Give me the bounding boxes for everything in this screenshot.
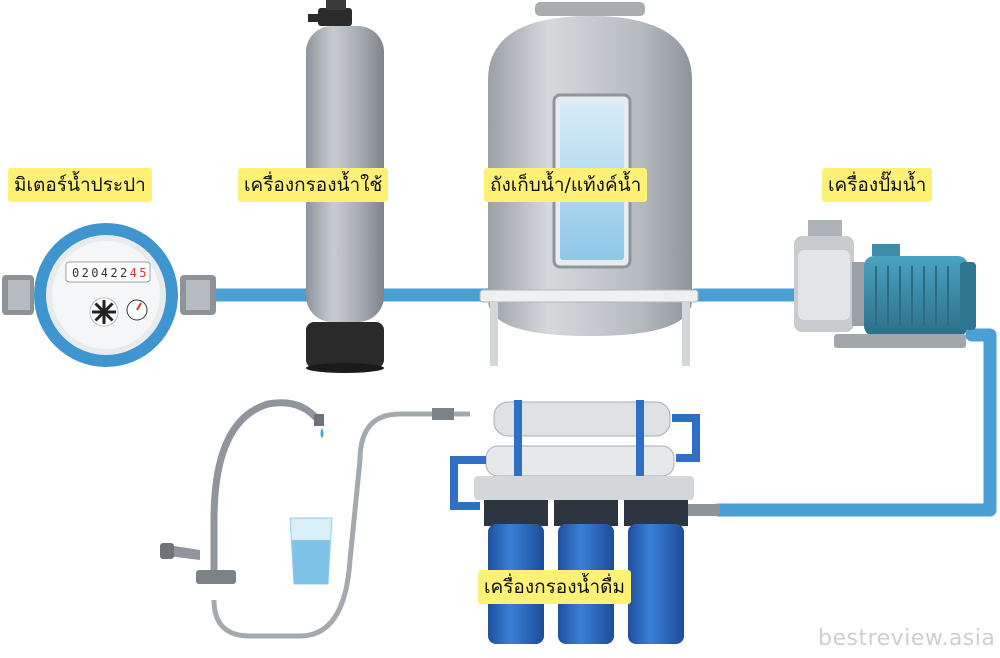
faucet-icon bbox=[160, 399, 324, 584]
pipes bbox=[209, 288, 997, 517]
water-filter-label: เครื่องกรองน้ำใช้ bbox=[238, 168, 389, 202]
water-glass-icon bbox=[289, 517, 333, 585]
meter-digit: 2 bbox=[82, 266, 89, 280]
meter-digit: 5 bbox=[139, 266, 146, 280]
meter-digit: 2 bbox=[120, 266, 127, 280]
meter-digit: 4 bbox=[101, 266, 108, 280]
water-meter-label: มิเตอร์น้ำประปา bbox=[8, 168, 152, 202]
watermark: bestreview.asia bbox=[818, 626, 996, 651]
storage-tank-label: ถังเก็บน้ำ/แท้งค์น้ำ bbox=[484, 168, 648, 202]
meter-digit: 0 bbox=[72, 266, 79, 280]
water-pump-label: เครื่องปั๊มน้ำ bbox=[822, 168, 933, 202]
meter-digit: 4 bbox=[130, 266, 137, 280]
meter-digit: 2 bbox=[110, 266, 117, 280]
drinking-filter-label: เครื่องกรองน้ำดื่ม bbox=[478, 570, 632, 604]
water-pump-icon bbox=[794, 220, 976, 348]
meter-digit: 0 bbox=[91, 266, 98, 280]
